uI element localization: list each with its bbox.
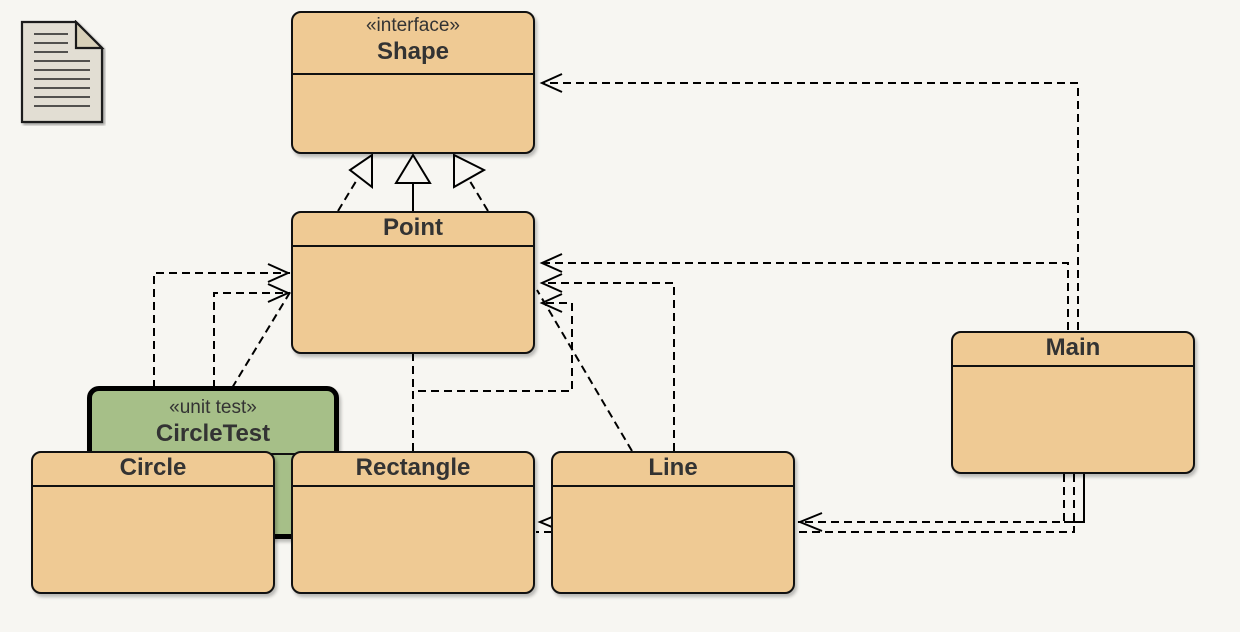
class-header: Rectangle xyxy=(293,453,533,487)
class-shape[interactable]: «interface» Shape xyxy=(291,11,535,154)
class-name: Line xyxy=(648,454,698,481)
class-circle[interactable]: Circle xyxy=(31,451,275,594)
class-header: Main xyxy=(953,333,1193,367)
arrowhead-main-shape xyxy=(539,73,563,93)
edge-circle-point xyxy=(153,272,290,388)
edge-main-shape xyxy=(542,82,1079,330)
class-rectangle[interactable]: Rectangle xyxy=(291,451,535,594)
class-header: Line xyxy=(553,453,793,487)
arrowhead-main-point xyxy=(539,253,563,273)
edge-main-line-2 xyxy=(1064,474,1085,523)
class-name: Point xyxy=(383,214,443,241)
edge-realization-right xyxy=(467,177,489,212)
edge-main-point xyxy=(542,262,1069,330)
class-header: «unit test» CircleTest xyxy=(92,391,334,455)
class-header: Point xyxy=(293,213,533,247)
class-name: Main xyxy=(1045,334,1101,361)
class-header: Circle xyxy=(33,453,273,487)
class-name: Rectangle xyxy=(355,454,471,481)
class-header: «interface» Shape xyxy=(293,13,533,75)
edge-line-point xyxy=(542,282,675,451)
realization-arrowhead-left xyxy=(348,153,373,190)
edge-circletest-point xyxy=(213,292,290,388)
class-name: Circle xyxy=(119,454,187,481)
arrowhead-rectangle-point xyxy=(539,293,563,313)
edge-realization-left xyxy=(337,177,359,212)
generalization-arrowhead xyxy=(394,153,432,184)
arrowhead-circletest-point xyxy=(267,283,291,303)
edge-circletest-point-diagonal xyxy=(231,288,293,389)
class-main[interactable]: Main xyxy=(951,331,1195,474)
stereotype-label: «unit test» xyxy=(169,397,257,418)
class-name: CircleTest xyxy=(155,420,271,447)
class-name: Shape xyxy=(376,38,450,65)
stereotype-label: «interface» xyxy=(365,15,460,36)
realization-arrowhead-right xyxy=(453,153,487,189)
edge-main-line xyxy=(798,474,1065,523)
arrowhead-line-point xyxy=(539,273,563,293)
arrowhead-circle-point xyxy=(267,263,291,283)
arrowhead-main-line xyxy=(797,512,823,532)
class-line[interactable]: Line xyxy=(551,451,795,594)
edge-line-point-diagonal xyxy=(536,289,633,452)
document-icon[interactable] xyxy=(20,20,106,126)
edge-main-rectangle xyxy=(798,474,1075,533)
class-point[interactable]: Point xyxy=(291,211,535,354)
